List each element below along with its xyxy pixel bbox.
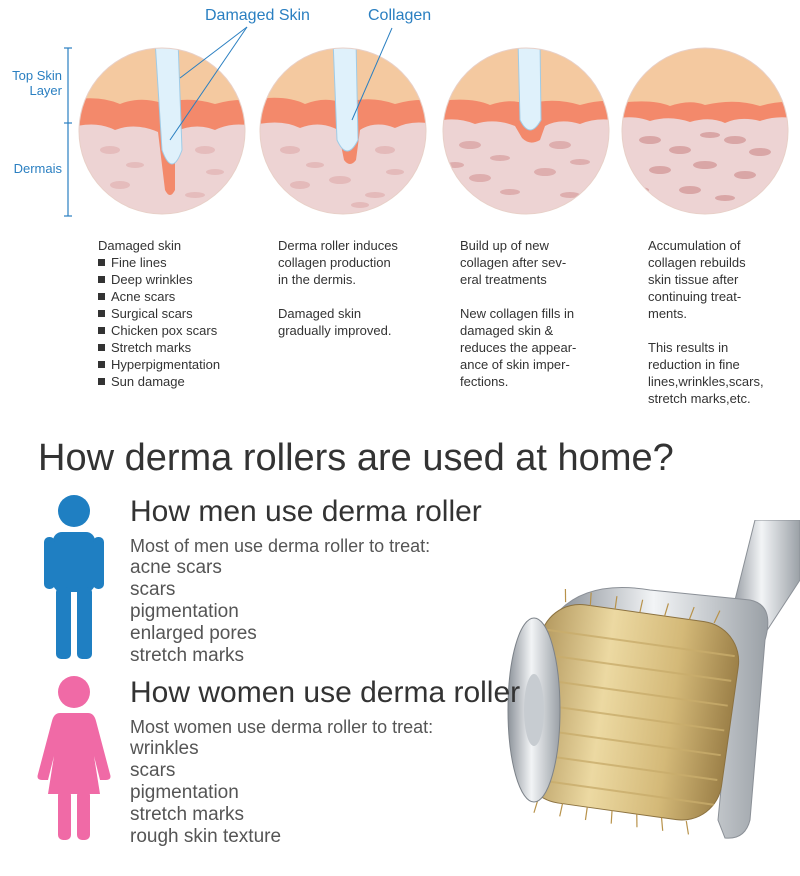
list-item: scars	[130, 760, 176, 781]
list-item: enlarged pores	[130, 623, 257, 644]
dermis-label: Dermais	[13, 161, 62, 176]
skin-circle-3	[443, 48, 609, 214]
men-section-title: How men use derma roller	[130, 495, 482, 528]
skin-circle-1	[79, 48, 245, 214]
list-item: pigmentation	[130, 782, 239, 803]
male-person-icon	[44, 495, 104, 659]
men-section: How men use derma roller Most of men use…	[0, 495, 800, 667]
list-item: pigmentation	[130, 601, 239, 622]
men-treatment-list: acne scars scars pigmentation enlarged p…	[130, 557, 257, 667]
collagen-callout: Collagen	[368, 7, 432, 24]
women-treatment-list: wrinkles scars pigmentation stretch mark…	[130, 738, 281, 848]
female-person-icon	[37, 676, 111, 840]
derma-roller-illustration	[507, 520, 800, 839]
stage-4-text: Accumulation of collagen rebuilds skin t…	[648, 238, 764, 406]
list-item: rough skin texture	[130, 826, 282, 847]
list-item: wrinkles	[130, 738, 199, 759]
women-section: How women use derma roller Most women us…	[0, 676, 800, 848]
stage-2-text: Derma roller induces collagen production…	[278, 238, 398, 338]
home-use-title: How derma rollers are used at home?	[38, 437, 674, 479]
list-item: Deep wrinkles	[98, 271, 220, 288]
skin-circle-2	[260, 48, 426, 214]
list-item: scars	[130, 579, 176, 600]
damaged-skin-callout: Damaged Skin	[205, 7, 310, 24]
skin-circles-svg	[64, 26, 789, 217]
stage-1-heading: Damaged skin	[98, 238, 182, 253]
women-section-title: How women use derma roller	[130, 676, 521, 709]
stage-3-text: Build up of new collagen after sev- eral…	[460, 238, 577, 389]
list-item: Surgical scars	[98, 305, 220, 322]
damage-types-list: Fine lines Deep wrinkles Acne scars Surg…	[98, 254, 220, 390]
list-item: Fine lines	[98, 254, 220, 271]
list-item: Stretch marks	[98, 339, 220, 356]
stage-1-text: Damaged skin Fine lines Deep wrinkles Ac…	[98, 237, 220, 390]
list-item: Acne scars	[98, 288, 220, 305]
list-item: acne scars	[130, 557, 222, 578]
list-item: Sun damage	[98, 373, 220, 390]
list-item: stretch marks	[130, 645, 245, 666]
list-item: Hyperpigmentation	[98, 356, 220, 373]
skin-circle-4	[622, 48, 788, 214]
top-skin-layer-label: Top Skin Layer	[12, 68, 62, 98]
list-item: Chicken pox scars	[98, 322, 220, 339]
women-section-intro: Most women use derma roller to treat:	[130, 717, 434, 737]
list-item: stretch marks	[130, 804, 245, 825]
skin-diagram: Damaged Skin Collagen Top Skin Layer Der…	[0, 0, 800, 230]
men-section-intro: Most of men use derma roller to treat:	[130, 536, 431, 556]
layer-bracket	[64, 47, 72, 217]
